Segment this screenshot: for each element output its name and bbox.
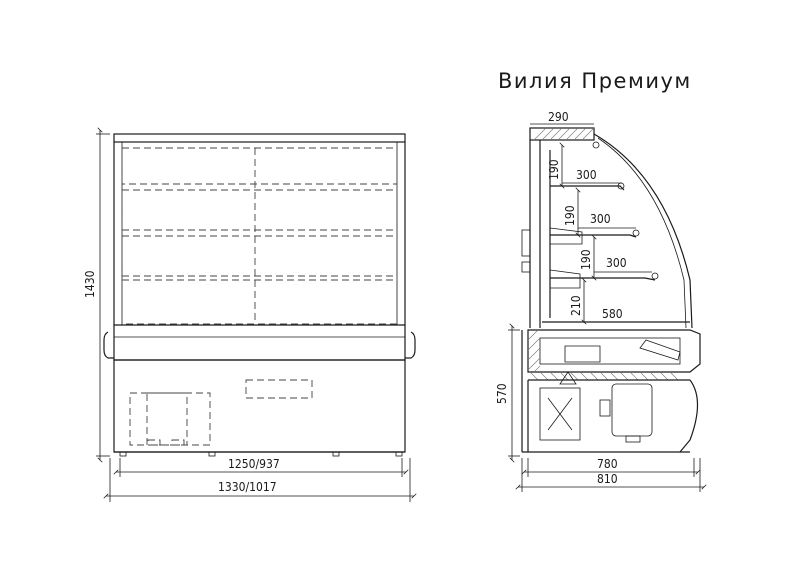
inner-width-dimension-label: 1250/937 (228, 457, 280, 471)
shelf-gap-2-label: 190 (563, 205, 577, 226)
front-view: 1430 1250/937 1330/1017 (83, 127, 417, 502)
shelf-depth-2-label: 300 (590, 212, 611, 226)
shelf-gap-3-label: 190 (579, 249, 593, 270)
shelf-gap-4-label: 210 (569, 295, 583, 316)
shelf-depth-3-label: 300 (606, 256, 627, 270)
base-depth-label: 580 (602, 307, 623, 321)
drawing-title: Вилия Премиум (498, 69, 692, 93)
side-view: 190 190 190 210 300 300 300 290 580 (495, 110, 707, 492)
shelf-depth-1-label: 300 (576, 168, 597, 182)
depth-outer-label: 810 (597, 472, 618, 486)
height-dimension-label: 1430 (83, 270, 97, 298)
outer-width-dimension-label: 1330/1017 (218, 480, 277, 494)
depth-inner-label: 780 (597, 457, 618, 471)
counter-height-label: 570 (495, 383, 509, 404)
shelf-gap-1-label: 190 (547, 159, 561, 180)
top-depth-label: 290 (548, 110, 569, 124)
